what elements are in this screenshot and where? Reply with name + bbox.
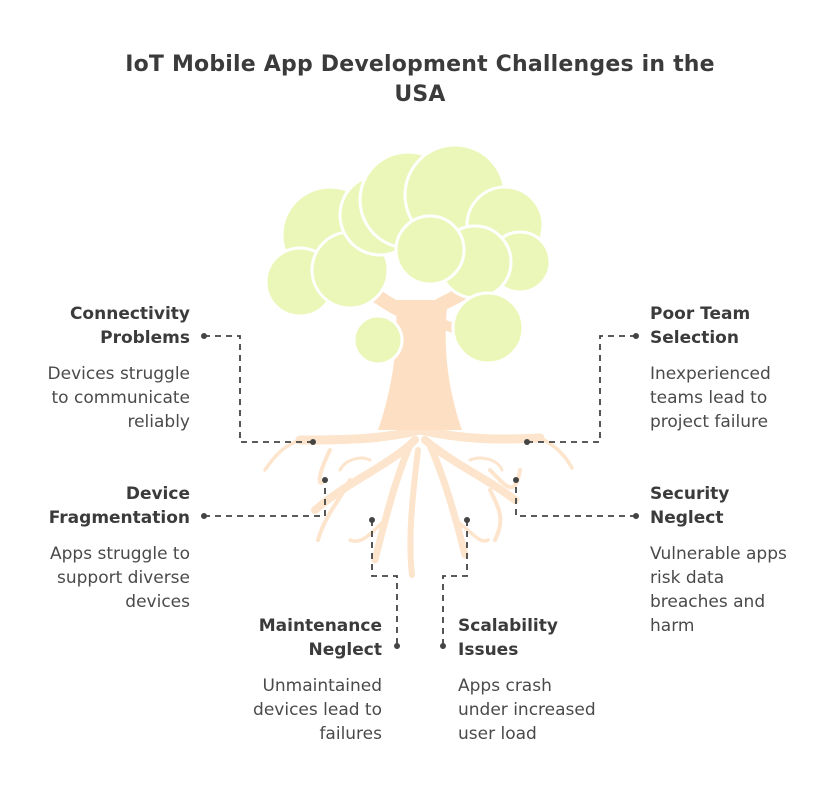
connector-maintenance: [371, 520, 398, 646]
challenge-heading: Poor Team Selection: [650, 304, 751, 348]
connector-security: [515, 480, 636, 517]
challenge-description: Vulnerable apps risk data breaches and h…: [650, 544, 787, 636]
challenge-description: Inexperienced teams lead to project fail…: [650, 364, 771, 432]
challenge-description: Unmaintained devices lead to failures: [253, 676, 382, 744]
connector-team: [527, 335, 636, 443]
challenge-team: Poor Team Selection Inexperienced teams …: [650, 302, 830, 434]
connector-lines: [204, 335, 636, 646]
diagram-title: IoT Mobile App Development Challenges in…: [125, 52, 715, 107]
tree-roots: [263, 425, 574, 578]
challenge-description: Apps crash under increased user load: [458, 676, 596, 744]
tree-foliage: [264, 143, 552, 366]
connector-connectivity: [204, 335, 313, 443]
challenge-description: Apps struggle to support diverse devices: [50, 544, 190, 612]
connector-fragmentation: [204, 480, 326, 517]
challenge-description: Devices struggle to communicate reliably: [47, 364, 190, 432]
challenge-maintenance: Maintenance Neglect Unmaintained devices…: [202, 614, 382, 746]
challenge-heading: Connectivity Problems: [69, 304, 190, 348]
challenge-scalability: Scalability Issues Apps crash under incr…: [458, 614, 638, 746]
challenge-security: Security Neglect Vulnerable apps risk da…: [650, 482, 830, 638]
challenge-fragmentation: Device Fragmentation Apps struggle to su…: [0, 482, 190, 614]
challenge-heading: Device Fragmentation: [48, 484, 190, 528]
challenge-heading: Maintenance Neglect: [258, 616, 382, 660]
challenge-connectivity: Connectivity Problems Devices struggle t…: [0, 302, 190, 434]
connector-scalability: [442, 520, 468, 646]
challenge-heading: Scalability Issues: [458, 616, 558, 660]
connector-dots: [201, 333, 639, 649]
challenge-heading: Security Neglect: [650, 484, 730, 528]
